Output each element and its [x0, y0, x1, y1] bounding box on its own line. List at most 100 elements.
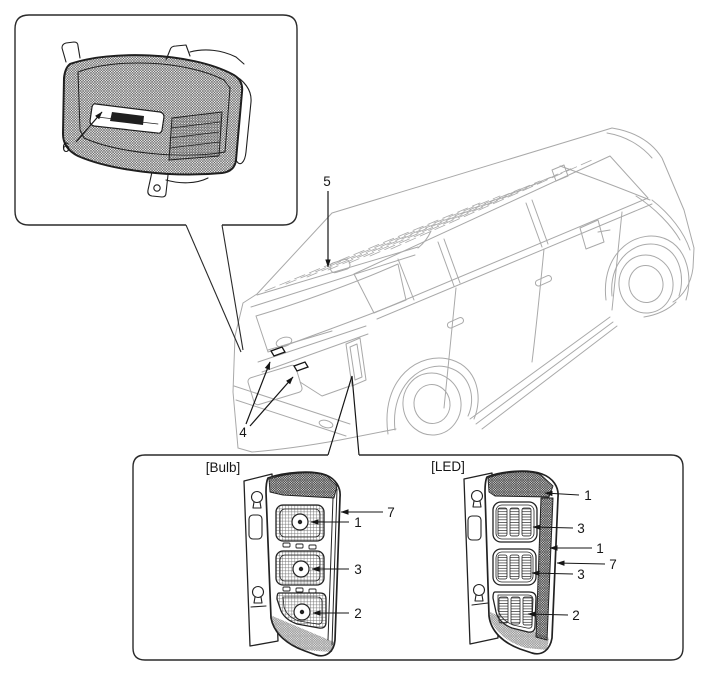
led-bracket-keyhole-top-tab [472, 500, 482, 508]
led-callout-7-label: 7 [609, 557, 617, 572]
led-callout-3-upper-label: 3 [577, 521, 585, 536]
windshield-bottom [559, 165, 651, 201]
bulb-bracket-slot [248, 514, 263, 540]
led-callout-7-arrow [556, 560, 606, 566]
callout-6-label: 6 [62, 140, 70, 155]
lamp-louver-panel [168, 111, 223, 161]
vehicle-silhouette [232, 127, 695, 449]
lamp-slot-line [96, 116, 159, 125]
roof-ribs [264, 159, 593, 292]
far-side-mirror [551, 164, 569, 182]
lamp-tab-hole [153, 184, 161, 192]
bulb-callout-3-label: 3 [354, 562, 362, 577]
vehicle-rocker-line [469, 316, 611, 420]
rear-door-seam [443, 287, 457, 409]
led-callout-1-top-arrow [544, 490, 580, 497]
fender-seam [611, 211, 623, 311]
callout-4-label: 4 [239, 425, 247, 440]
license-plate-recess [247, 364, 303, 406]
rear-wheel-arch [386, 357, 479, 435]
far-d-pillar [417, 230, 432, 249]
rear-wheel-hub [413, 384, 451, 424]
rear-wheel [402, 372, 462, 436]
front-door-handle [534, 275, 552, 287]
lamp-upper-wing [189, 49, 245, 65]
led-callout-arrows [527, 490, 606, 617]
lamp-outer-lens-wrap [231, 73, 252, 165]
rear-door-handle [446, 317, 464, 329]
bulb-callout-1-label: 1 [354, 515, 362, 530]
lamp-inner-frame [77, 62, 231, 156]
fender-crease [651, 199, 691, 251]
lamp-tab-top-right [165, 44, 191, 61]
inset-wedge-line-right [221, 224, 244, 351]
inset-box-border [14, 14, 298, 226]
led-callout-2-arrow [527, 611, 569, 617]
vehicle-bottom-rear [237, 428, 397, 453]
lamp-louvers [169, 121, 221, 149]
led-callout-3-lower-label: 3 [577, 567, 585, 582]
bulb-section-1-inner [279, 508, 321, 538]
tail-lamp-on-vehicle [345, 337, 367, 387]
bumper-crease [235, 399, 347, 437]
led-section-2-bars [497, 554, 532, 580]
c-pillar [437, 238, 461, 287]
bulb-1-center [297, 519, 303, 525]
led-callout-3-lower-arrow [531, 570, 574, 576]
bulb-3-center [298, 566, 304, 572]
bulb-vent-ticks [282, 542, 317, 594]
led-callout-1-mid-label: 1 [596, 541, 604, 556]
vehicle-rocker-line-2 [475, 321, 618, 430]
rear-window [255, 263, 407, 353]
bulb-callout-arrows [310, 509, 383, 616]
spoiler-lower-edge [250, 254, 416, 308]
callout-4-arrow-right [249, 376, 294, 427]
vehicle-callouts [245, 191, 360, 456]
led-bracket-keyhole-bottom [472, 583, 486, 597]
front-door-seam [531, 248, 545, 363]
rear-wheel-arch-inner [394, 365, 473, 431]
callout-5-label: 5 [323, 174, 331, 189]
callout-4-arrow-left [245, 361, 271, 425]
inset-detail-box: 6 [14, 14, 298, 353]
led-variant-label: [LED] [431, 459, 465, 474]
lamp-lower-wing [165, 177, 209, 184]
detail-box-border [132, 454, 684, 661]
vehicle-bottom-front [643, 301, 677, 318]
bulb-section-2-inner [279, 554, 321, 582]
led-callout-2-label: 2 [572, 608, 580, 623]
bulb-2-center [299, 609, 305, 615]
bulb-bracket-keyhole-top-tab [252, 501, 262, 509]
bulb-lamp-illustration [243, 471, 341, 657]
led-callout-1-top-label: 1 [584, 488, 592, 503]
bumper-chevron [299, 381, 351, 397]
bulb-callout-2-label: 2 [354, 606, 362, 621]
led-bracket-keyhole-bottom-tab [471, 594, 489, 606]
brand-logo [275, 336, 293, 348]
led-callout-3-upper-arrow [532, 524, 574, 530]
front-wheel-arch-inner [611, 243, 682, 297]
bulb-lamp-bottom-hatch [270, 615, 334, 652]
led-section-2-inner [495, 551, 534, 583]
side-marker-lamp-illustration [61, 41, 252, 198]
bulb-section-3-inner [282, 596, 323, 625]
tailgate-garnish [257, 325, 369, 373]
high-mounted-stop-lamp [329, 258, 351, 274]
led-bracket-slot [467, 515, 482, 541]
side-mirror [579, 219, 611, 250]
rear-reflectors [270, 346, 309, 372]
lamp-tab-bottom [147, 171, 169, 198]
bulb-bracket-keyhole-top [250, 490, 264, 504]
exhaust-tip [318, 419, 334, 429]
lamp-tab-top-left [61, 41, 81, 63]
led-bracket-keyhole-top [470, 489, 484, 503]
front-wheel [618, 254, 674, 314]
inset-wedge-line-left [185, 224, 242, 353]
bulb-variant-label: [Bulb] [206, 460, 241, 475]
bulb-lamp-top-band [268, 472, 338, 499]
lamp-detail-box: [Bulb] [LED] [132, 454, 684, 661]
b-pillar [525, 199, 549, 248]
vehicle-illustration [232, 127, 695, 453]
